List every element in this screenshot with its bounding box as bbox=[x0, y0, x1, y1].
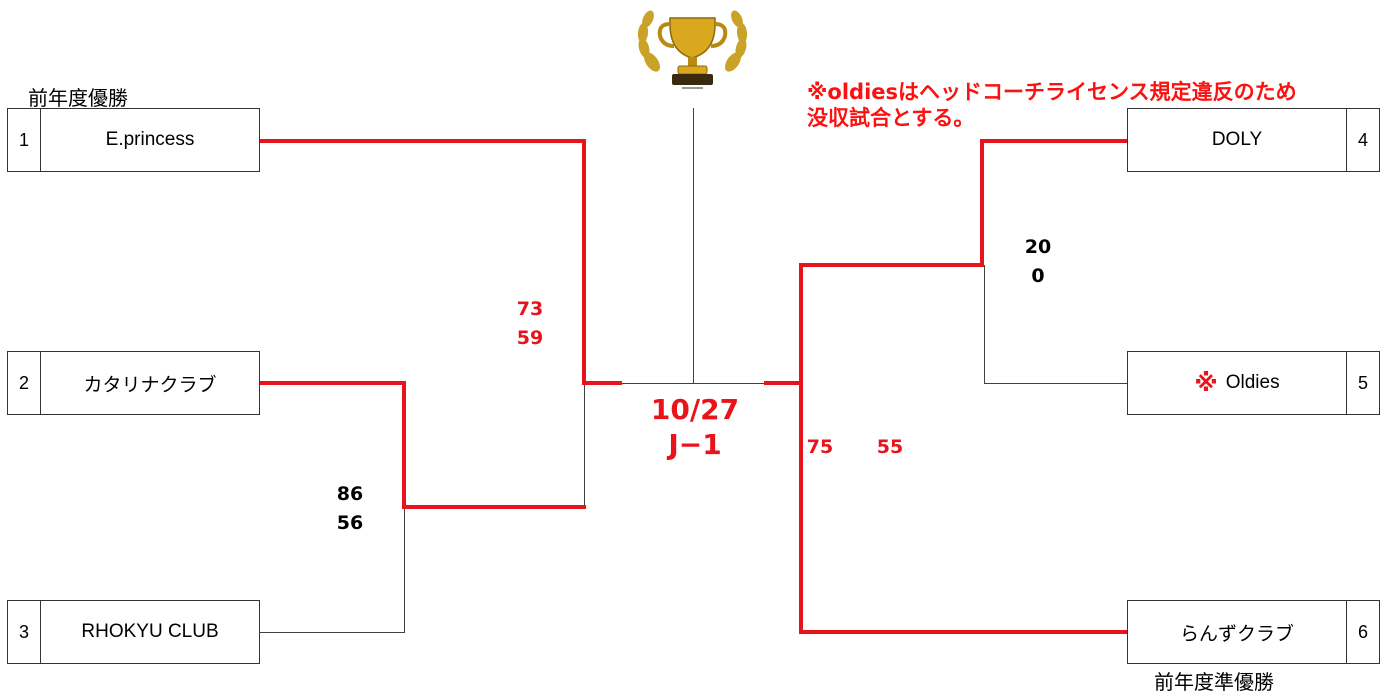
team-name: らんずクラブ bbox=[1179, 623, 1294, 645]
team-box-oldies: ※ Oldies bbox=[1127, 351, 1347, 415]
right-final-winner-line bbox=[764, 381, 803, 385]
final-court: J−1 bbox=[668, 428, 722, 461]
team3-line bbox=[259, 632, 405, 633]
trophy-icon bbox=[637, 10, 748, 89]
previous-runner-up-label: 前年度準優勝 bbox=[1154, 670, 1274, 694]
right-final-score-left: 75 bbox=[806, 436, 834, 458]
seed-6: 6 bbox=[1346, 600, 1380, 664]
team-name: E.princess bbox=[105, 129, 195, 150]
team6-winner-line bbox=[799, 630, 1130, 634]
team4-winner-line bbox=[980, 139, 1130, 143]
seed-4: 4 bbox=[1346, 108, 1380, 172]
right-final-score-right: 55 bbox=[876, 436, 904, 458]
left-final-score: 73 59 bbox=[510, 295, 550, 353]
score-top: 86 bbox=[336, 483, 364, 505]
team-name: Oldies bbox=[1225, 372, 1280, 393]
team5-line bbox=[984, 383, 1130, 384]
team2-winner-line bbox=[259, 381, 406, 385]
score-bottom: 0 bbox=[1031, 265, 1045, 287]
left-semi-winner-line bbox=[402, 505, 586, 509]
team-box-e-princess: E.princess bbox=[40, 108, 260, 172]
score-top: 73 bbox=[516, 298, 544, 320]
final-match-info: 10/27 J−1 bbox=[620, 392, 770, 462]
score-top: 20 bbox=[1024, 236, 1052, 258]
team-name: RHOKYU CLUB bbox=[81, 621, 219, 642]
forfeit-mark: ※ bbox=[1194, 369, 1218, 397]
left-first-round-score: 86 56 bbox=[330, 480, 370, 538]
left-final-winner-line bbox=[582, 381, 622, 385]
right-first-round-score: 20 0 bbox=[1018, 233, 1058, 291]
score-bottom: 59 bbox=[516, 327, 544, 349]
team4-winner-vertical bbox=[980, 139, 984, 267]
seed-5: 5 bbox=[1346, 351, 1380, 415]
team-name: カタリナクラブ bbox=[83, 374, 217, 396]
team-box-doly: DOLY bbox=[1127, 108, 1347, 172]
seed-3: 3 bbox=[7, 600, 41, 664]
forfeit-notice-line1: ※oldiesはヘッドコーチライセンス規定違反のため bbox=[807, 80, 1297, 104]
team5-vertical-line bbox=[984, 265, 985, 384]
score-bottom: 56 bbox=[336, 512, 364, 534]
final-center-line bbox=[622, 383, 764, 384]
team-box-rans-club: らんずクラブ bbox=[1127, 600, 1347, 664]
right-semi-winner-line bbox=[799, 263, 984, 267]
team-box-rhokyu-club: RHOKYU CLUB bbox=[40, 600, 260, 664]
team1-winner-vertical bbox=[582, 139, 586, 385]
left-semi-lower-line bbox=[584, 385, 585, 509]
seed-1: 1 bbox=[7, 108, 41, 172]
team2-winner-vertical bbox=[402, 381, 406, 509]
team1-winner-line bbox=[259, 139, 586, 143]
seed-2: 2 bbox=[7, 351, 41, 415]
forfeit-notice: ※oldiesはヘッドコーチライセンス規定違反のため 没収試合とする。 bbox=[807, 79, 1297, 131]
team-name: DOLY bbox=[1211, 129, 1263, 150]
previous-champion-label: 前年度優勝 bbox=[28, 86, 128, 110]
right-winner-vertical bbox=[799, 263, 803, 633]
team-box-catalina-club: カタリナクラブ bbox=[40, 351, 260, 415]
final-date: 10/27 bbox=[650, 393, 740, 426]
trophy-connector bbox=[693, 108, 694, 384]
team3-vertical-line bbox=[404, 509, 405, 633]
forfeit-notice-line2: 没収試合とする。 bbox=[807, 106, 975, 130]
